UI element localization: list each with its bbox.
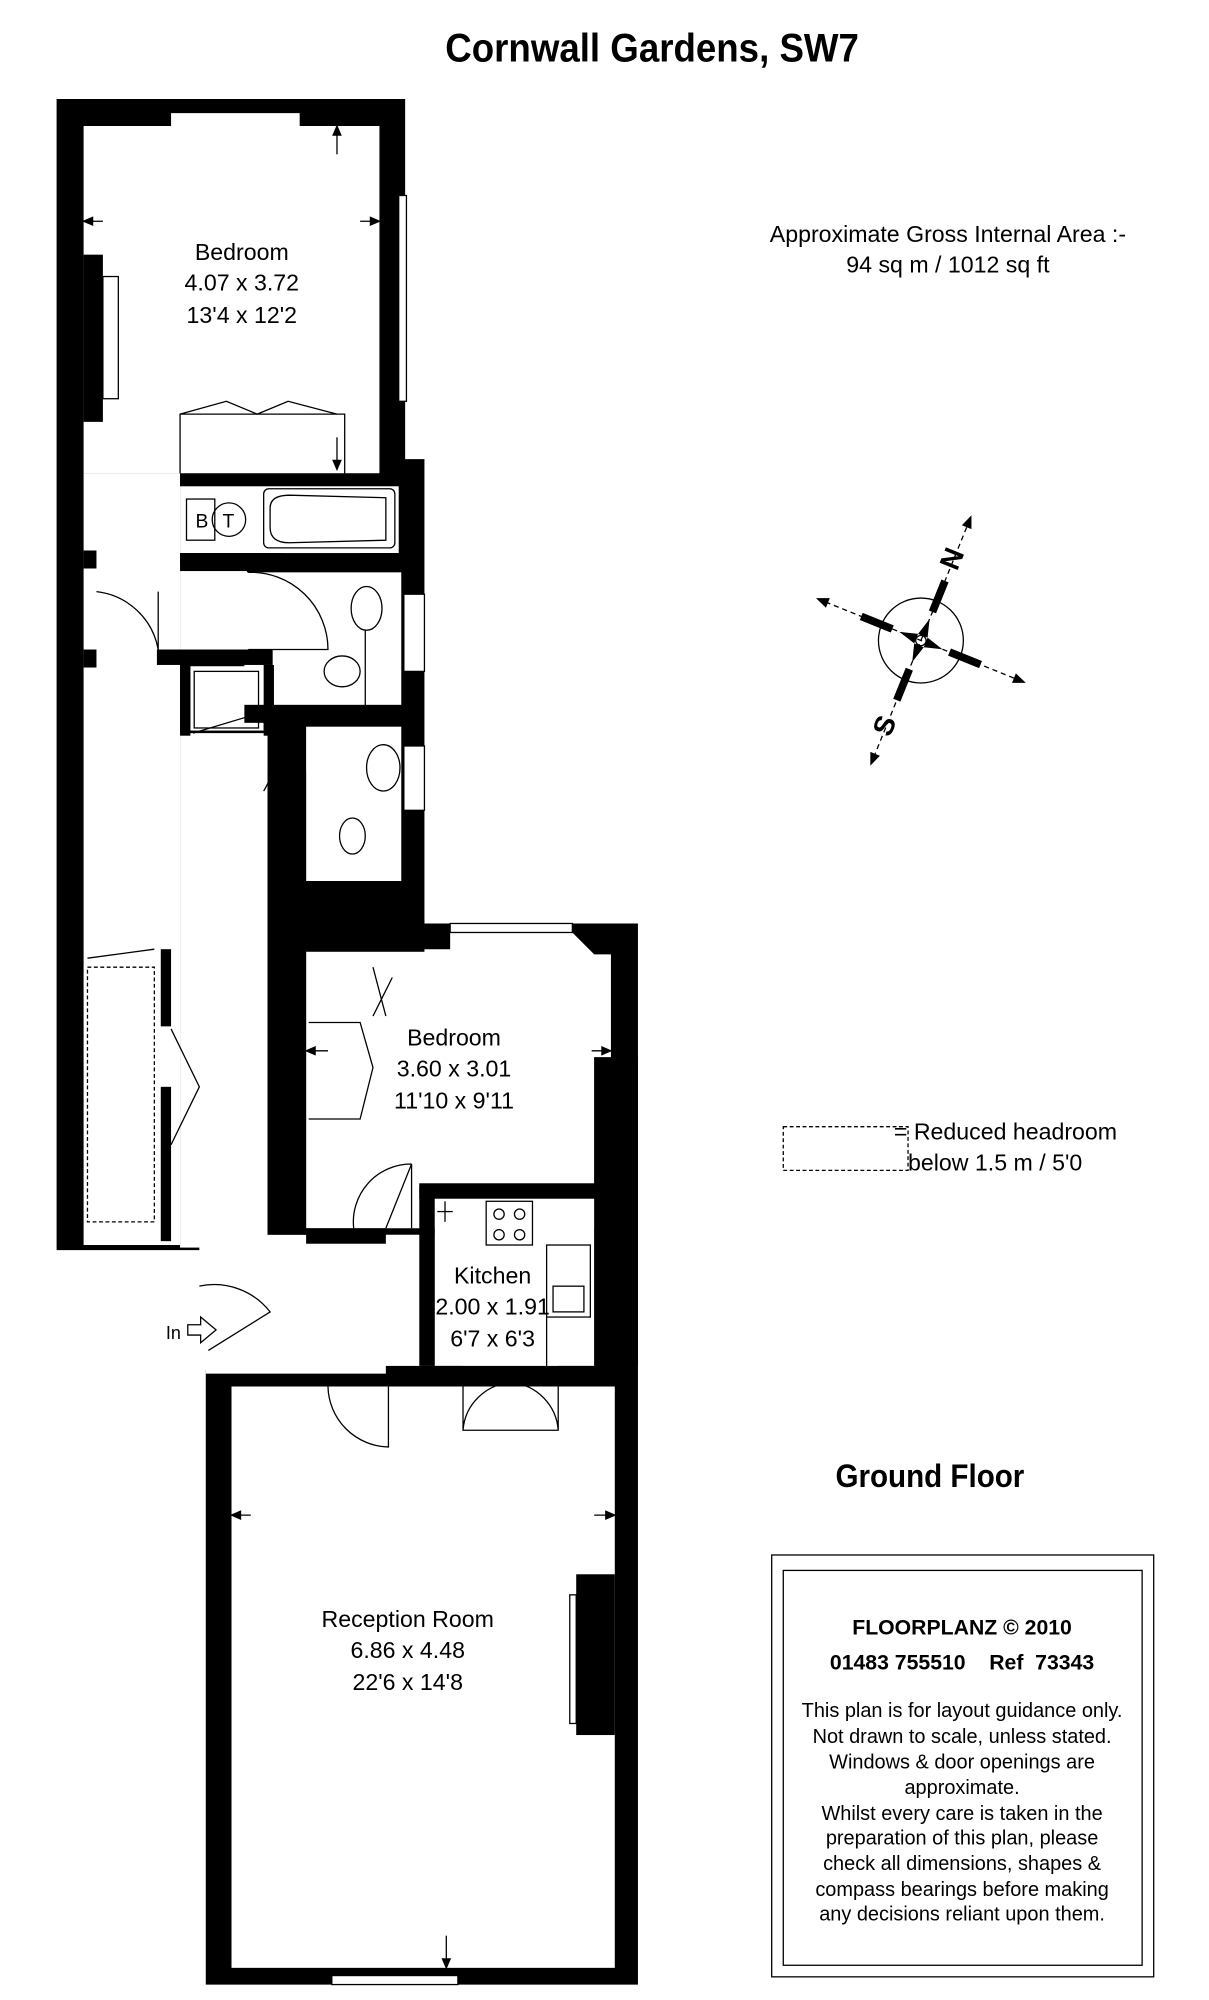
disclaimer-line: This plan is for layout guidance only. <box>802 1700 1123 1722</box>
room-imperial: 11'10 x 9'11 <box>394 1088 514 1114</box>
dimension-arrows <box>81 124 617 1970</box>
toilet-2 <box>338 817 366 855</box>
area-line-2: 94 sq m / 1012 sq ft <box>846 252 1050 278</box>
room-metric: 2.00 x 1.91 <box>435 1293 550 1319</box>
legend: = Reduced headroom below 1.5 m / 5'0 <box>782 1119 1117 1175</box>
internal-walls <box>83 254 638 1736</box>
entrance-arrow-icon <box>187 1315 218 1345</box>
room-label-bedroom-2: Bedroom 3.60 x 3.01 11'10 x 9'11 <box>394 1025 514 1114</box>
floor-label: Ground Floor <box>835 1458 1024 1494</box>
room-imperial: 6'7 x 6'3 <box>450 1326 535 1352</box>
room-label-kitchen: Kitchen 2.00 x 1.91 6'7 x 6'3 <box>435 1263 550 1352</box>
disclaimer-box: FLOORPLANZ © 2010 01483 755510 Ref 73343… <box>771 1554 1155 1978</box>
room-label-reception: Reception Room 6.86 x 4.48 22'6 x 14'8 <box>322 1606 494 1695</box>
room-interiors <box>83 113 615 1968</box>
wardrobe <box>179 413 346 474</box>
boiler-label: B <box>195 511 208 532</box>
fixtures <box>86 400 591 1448</box>
room-label-bedroom-1: Bedroom 4.07 x 3.72 13'4 x 12'2 <box>185 239 300 328</box>
area-line-1: Approximate Gross Internal Area :- <box>770 221 1126 247</box>
bath <box>263 488 396 549</box>
plan-title: Cornwall Gardens, SW7 <box>445 26 859 71</box>
shower <box>193 670 260 729</box>
boiler-cupboard <box>185 498 216 541</box>
sink <box>545 1244 591 1318</box>
legend-line-2: below 1.5 m / 5'0 <box>908 1149 1082 1175</box>
disclaimer-line: compass bearings before making <box>815 1879 1108 1901</box>
tank <box>211 502 247 537</box>
tank-label: T <box>223 511 235 532</box>
toilet-1 <box>323 655 361 688</box>
disclaimer-line: preparation of this plan, please <box>826 1827 1098 1849</box>
hob <box>485 1200 534 1246</box>
basin-1 <box>350 585 383 631</box>
legend-swatch <box>782 1126 909 1172</box>
room-name: Reception Room <box>322 1606 494 1632</box>
company-contact: 01483 755510 Ref 73343 <box>830 1651 1094 1674</box>
room-imperial: 13'4 x 12'2 <box>187 302 297 328</box>
room-name: Kitchen <box>454 1263 531 1289</box>
south-label: S <box>866 711 903 740</box>
disclaimer-line: any decisions reliant upon them. <box>819 1903 1105 1925</box>
room-metric: 6.86 x 4.48 <box>350 1637 465 1663</box>
headroom-cupboard <box>86 966 155 1223</box>
room-metric: 3.60 x 3.01 <box>397 1056 512 1082</box>
room-imperial: 22'6 x 14'8 <box>352 1669 462 1695</box>
basin-2 <box>365 744 401 792</box>
disclaimer-line: Whilst every care is taken in the <box>821 1803 1102 1825</box>
legend-line-1: = Reduced headroom <box>894 1119 1117 1145</box>
entrance-label: In <box>166 1323 181 1343</box>
windows <box>102 194 577 1986</box>
disclaimer-line: Windows & door openings are <box>829 1751 1095 1773</box>
company-name: FLOORPLANZ © 2010 <box>852 1617 1072 1640</box>
room-name: Bedroom <box>195 239 289 265</box>
area-info: Approximate Gross Internal Area :- 94 sq… <box>770 221 1126 278</box>
disclaimer-line: approximate. <box>904 1777 1019 1799</box>
disclaimer-line: check all dimensions, shapes & <box>823 1853 1101 1875</box>
disclaimer-line: Not drawn to scale, unless stated. <box>813 1726 1112 1748</box>
room-name: Bedroom <box>407 1025 501 1051</box>
room-metric: 4.07 x 3.72 <box>185 270 300 296</box>
compass-icon: N S <box>815 515 1026 766</box>
north-label: N <box>933 543 970 574</box>
